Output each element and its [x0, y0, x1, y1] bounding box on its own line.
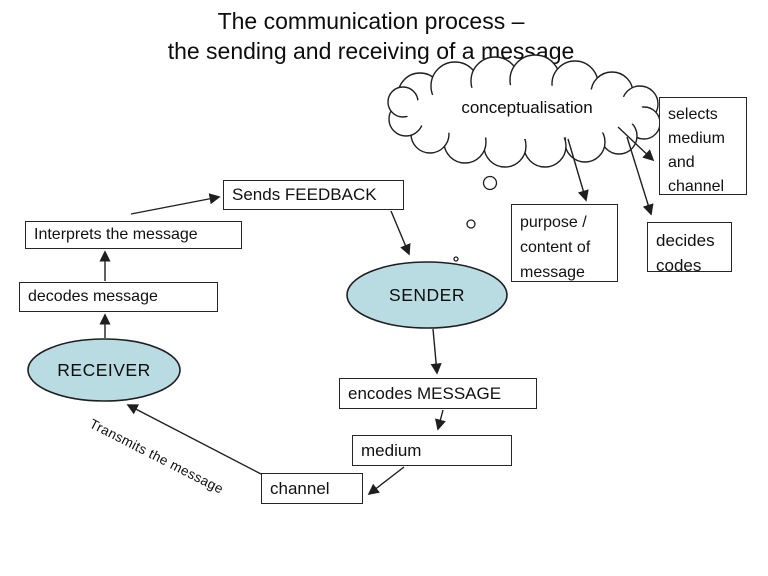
- node-receiver-shape: [27, 338, 181, 402]
- node-sends-feedback: Sends FEEDBACK: [223, 180, 404, 210]
- node-channel: channel: [261, 473, 363, 504]
- thought-dot-small: [453, 256, 459, 262]
- node-receiver-label: RECEIVER: [57, 359, 151, 380]
- arrow-medium-to-channel: [367, 466, 405, 496]
- slide-title: The communication process – the sending …: [0, 6, 768, 66]
- node-selects-medium-channel: selects medium and channel: [659, 97, 747, 195]
- arrow-feedback-to-sender: [390, 210, 411, 256]
- node-encodes-message: encodes MESSAGE: [339, 378, 537, 409]
- arrow-encodes-to-medium: [435, 409, 446, 431]
- node-decides-codes: decides codes: [647, 222, 732, 275]
- arrow-cloud-to-selects: [617, 126, 655, 162]
- thought-dot-medium: [466, 219, 476, 229]
- node-purpose-content: purpose / content of message: [511, 204, 618, 282]
- node-interprets-message: Interprets the message: [25, 221, 242, 249]
- thought-bubble-dots: [453, 175, 498, 262]
- arrow-channel-to-receiver: [126, 404, 262, 475]
- cloud-label: conceptualisation: [461, 98, 593, 117]
- node-sender-shape: [346, 261, 508, 329]
- arrow-interprets-to-feedback: [130, 193, 221, 215]
- slide-title-line1: The communication process –: [217, 8, 525, 34]
- thought-dot-large: [482, 175, 498, 191]
- arrow-cloud-to-decides: [626, 136, 654, 216]
- arrow-cloud-to-purpose: [567, 138, 589, 202]
- node-sender-label: SENDER: [389, 284, 465, 305]
- node-decodes-message: decodes message: [19, 282, 218, 312]
- node-medium: medium: [352, 435, 512, 466]
- thought-cloud-shape: [387, 54, 661, 168]
- arrow-sender-to-encodes: [430, 328, 442, 375]
